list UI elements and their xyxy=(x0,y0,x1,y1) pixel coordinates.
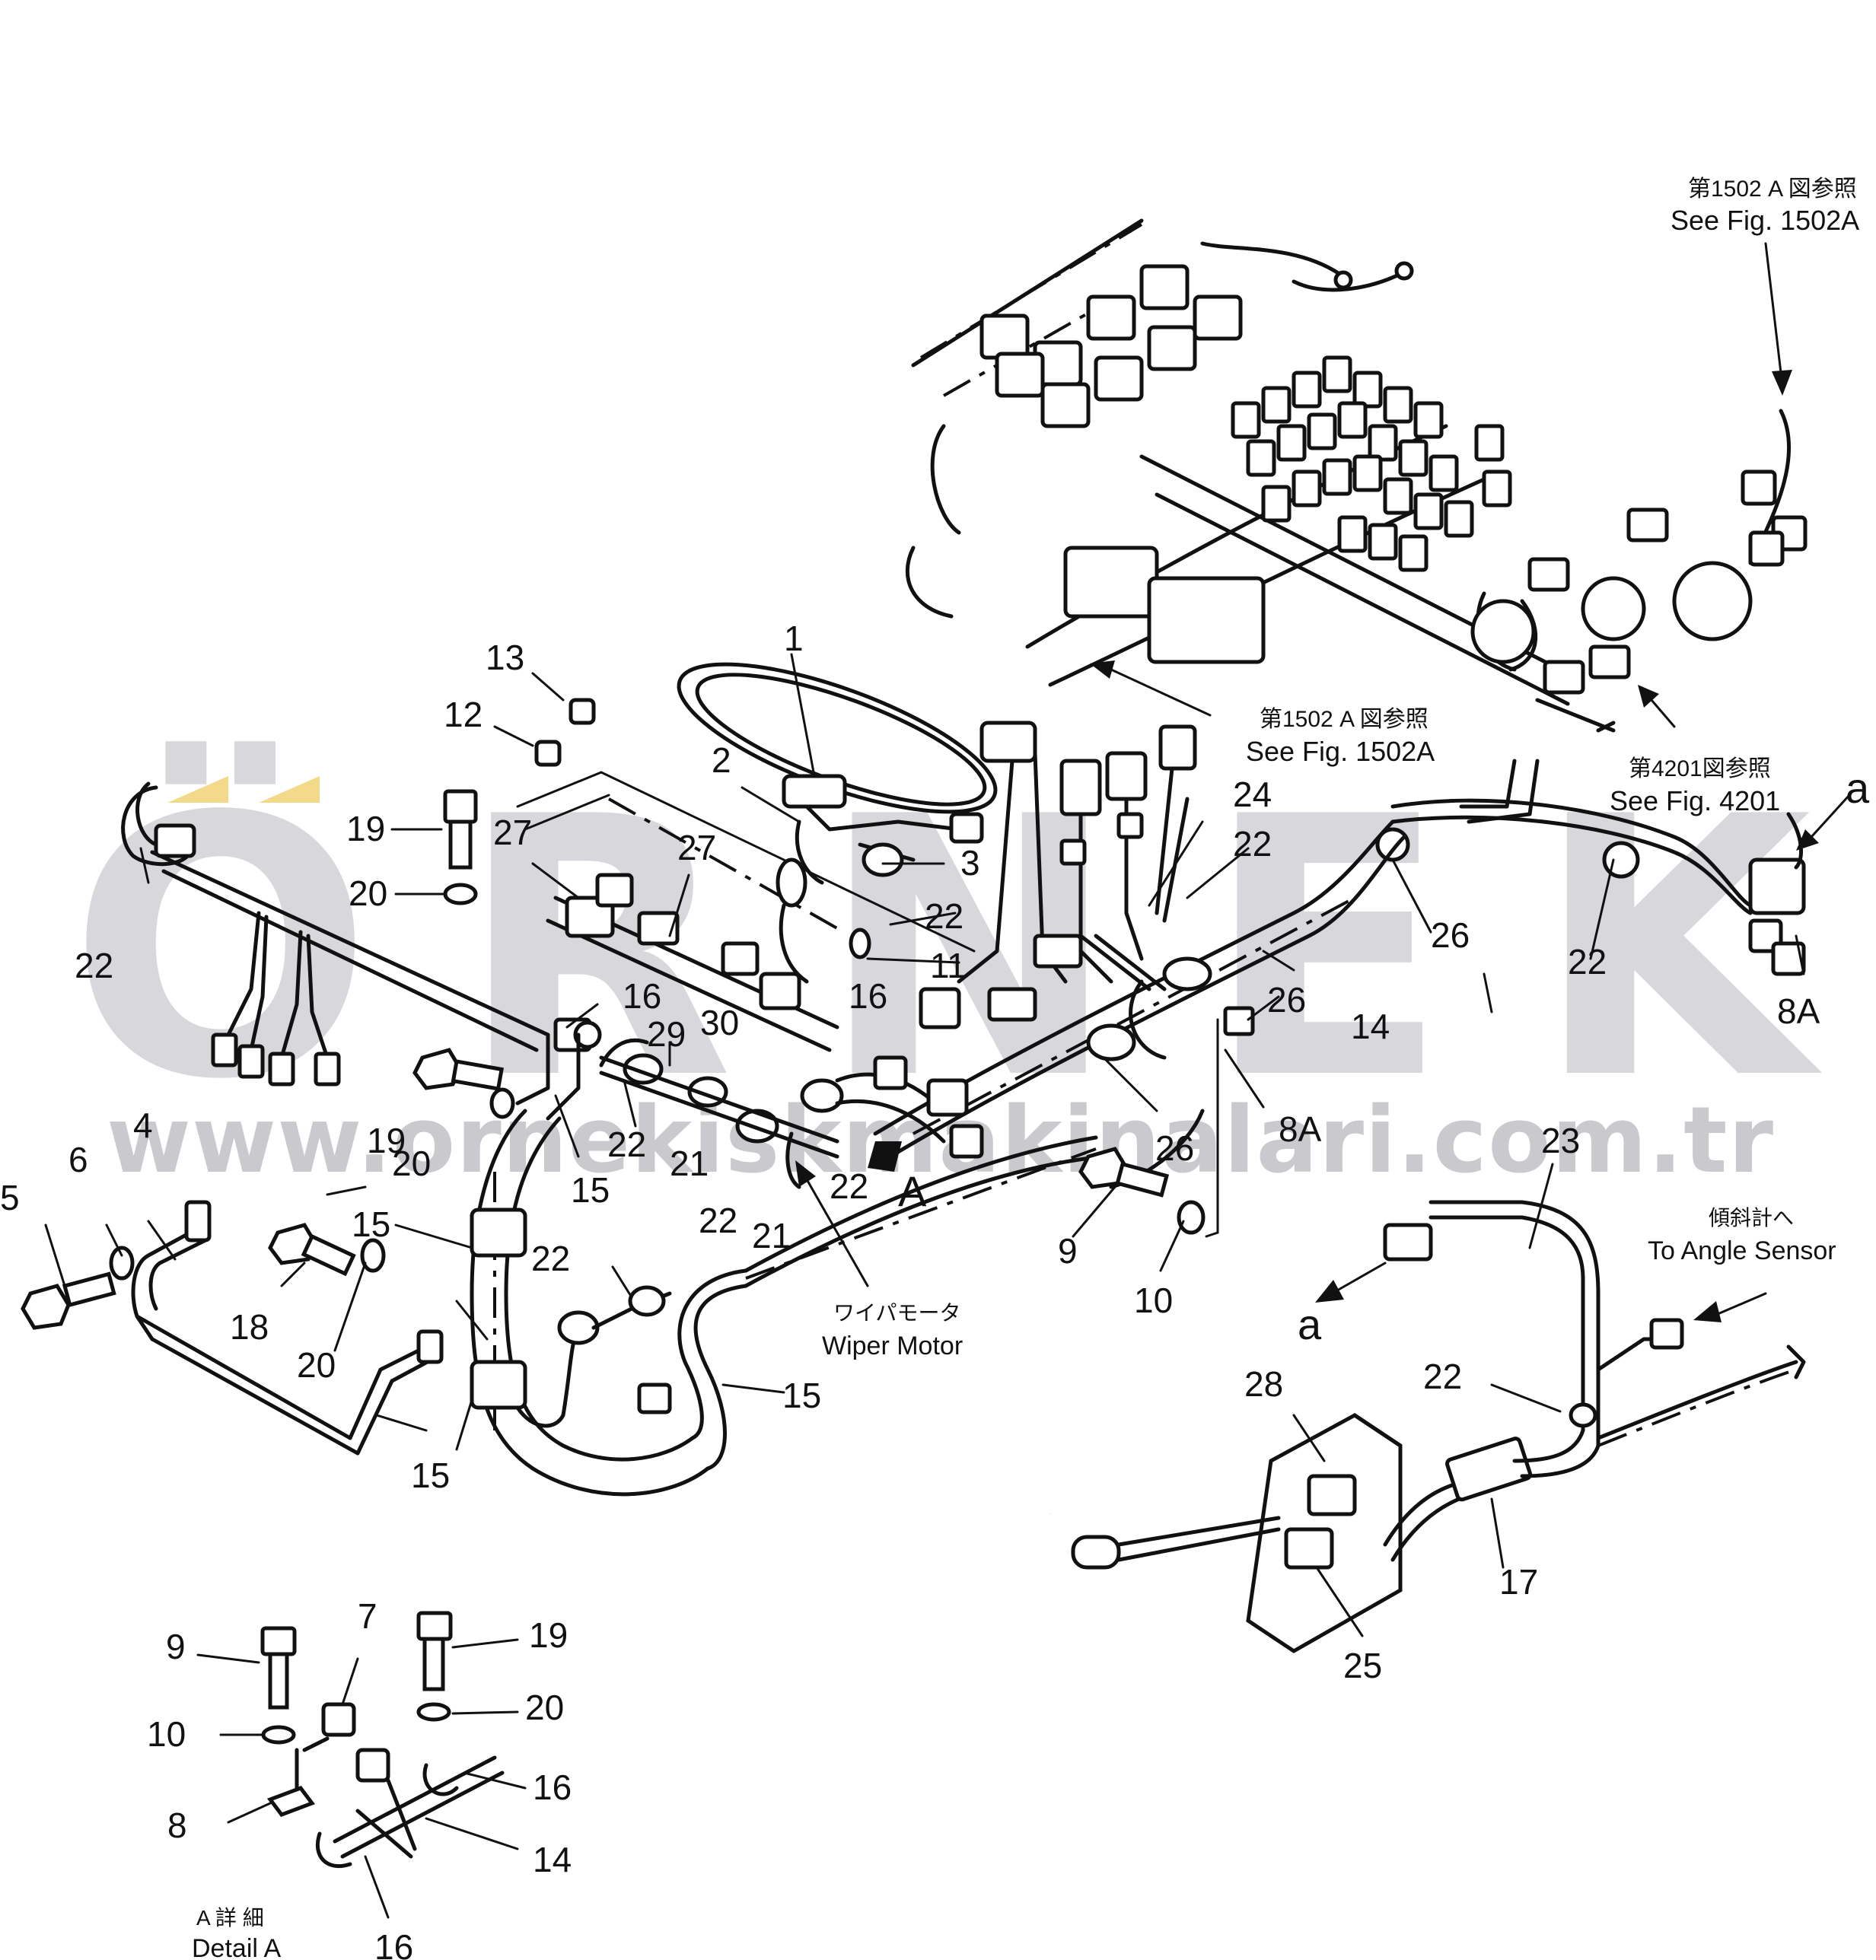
callout-23: 23 xyxy=(1541,1121,1580,1160)
callout-16-detail-a: 16 xyxy=(533,1768,572,1807)
callout-22-panel: 22 xyxy=(925,896,963,936)
bolt-part-5 xyxy=(21,1271,116,1330)
callout-26-right: 26 xyxy=(1431,915,1470,955)
callout-a-lower: a xyxy=(1298,1300,1322,1348)
callout-22-lower-right: 22 xyxy=(1423,1357,1462,1396)
callout-2: 2 xyxy=(712,740,731,780)
callout-26-lower: 26 xyxy=(1155,1128,1194,1168)
leader-lines xyxy=(44,242,1851,1919)
relay-bank xyxy=(1231,355,1512,572)
callout-25: 25 xyxy=(1343,1646,1382,1685)
steering-column xyxy=(677,662,1197,1022)
note-fig4201-jp: 第4201図参照 xyxy=(1629,756,1771,781)
bolt-part-9-center xyxy=(1078,1147,1206,1235)
callout-27-left: 27 xyxy=(493,813,532,852)
callout-20-left: 20 xyxy=(392,1144,431,1183)
callout-26-center: 26 xyxy=(1267,980,1306,1020)
control-lever-assembly xyxy=(1071,1200,1806,1653)
right-harness-branch xyxy=(1375,409,1808,976)
callout-3: 3 xyxy=(960,843,980,883)
callout-21-b: 21 xyxy=(752,1216,791,1255)
callout-13: 13 xyxy=(486,638,524,677)
callout-20-lower: 20 xyxy=(297,1345,336,1385)
note-fig1502a-mid-en: See Fig. 1502A xyxy=(1246,736,1435,767)
callout-22-mid-a: 22 xyxy=(607,1125,646,1164)
callout-16-top: 16 xyxy=(623,976,661,1016)
callout-22-mid-c: 22 xyxy=(830,1166,868,1206)
callout-8: 8 xyxy=(167,1806,187,1845)
callout-22-extra-b: 22 xyxy=(0,0,2,1)
callout-28: 28 xyxy=(1244,1364,1283,1404)
callout-20-top: 20 xyxy=(349,873,387,913)
callout-16-detail-b: 16 xyxy=(374,1927,413,1960)
note-fig1502a-mid-jp: 第1502 A 図参照 xyxy=(1260,707,1428,732)
lower-left-bracket xyxy=(21,698,596,1456)
bolt-part-18 xyxy=(268,1223,356,1277)
callout-19-detail: 19 xyxy=(529,1615,568,1655)
note-detail-en: Detail A xyxy=(192,1934,281,1960)
callout-14-detail: 14 xyxy=(533,1840,572,1879)
callout-15-d: 15 xyxy=(411,1456,450,1495)
note-fig1502a-top-jp: 第1502 A 図参照 xyxy=(1688,177,1857,202)
callout-22-mid-b: 22 xyxy=(699,1201,737,1240)
note-wiper-jp: ワイパモータ xyxy=(833,1301,960,1325)
callout-27-right: 27 xyxy=(677,828,716,867)
callout-9-center: 9 xyxy=(1058,1231,1078,1271)
callout-a-right: a xyxy=(1846,764,1870,812)
callout-19-top: 19 xyxy=(346,809,385,848)
callout-12: 12 xyxy=(444,695,483,734)
left-console-harness xyxy=(121,781,550,1087)
callout-15-a: 15 xyxy=(571,1170,610,1210)
callout-5: 5 xyxy=(0,1178,20,1217)
callout-7: 7 xyxy=(358,1596,377,1636)
callout-20-extra: 20 xyxy=(0,0,2,1)
callout-30: 30 xyxy=(700,1003,739,1042)
bolt-part-19-left xyxy=(412,1048,504,1091)
callout-8a-center: 8A xyxy=(1279,1109,1322,1149)
callout-22-left: 22 xyxy=(75,946,113,985)
callout-20-detail: 20 xyxy=(525,1688,564,1727)
callout-15-b: 15 xyxy=(352,1204,390,1244)
callout-22-extra-a: 22 xyxy=(0,0,2,1)
callout-1: 1 xyxy=(784,619,804,658)
watermark-accent-mark xyxy=(167,776,228,803)
callout-8a-right: 8A xyxy=(1777,991,1820,1031)
callout-21-a: 21 xyxy=(670,1144,709,1183)
callout-6: 6 xyxy=(68,1140,88,1179)
floor-harness xyxy=(470,1032,1106,1497)
note-angle-en: To Angle Sensor xyxy=(1648,1236,1836,1265)
fuse-relay-panel xyxy=(905,218,1570,706)
switch-panel-harness xyxy=(516,771,984,1189)
callout-29: 29 xyxy=(647,1014,686,1054)
callout-15-c: 15 xyxy=(782,1376,821,1415)
watermark-accent-mark xyxy=(259,776,320,803)
callout-11: 11 xyxy=(930,946,967,985)
callout-17: 17 xyxy=(1499,1562,1538,1602)
callout-14-main: 14 xyxy=(1351,1007,1390,1046)
note-fig1502a-top-en: See Fig. 1502A xyxy=(1671,205,1859,236)
callout-22-column: 22 xyxy=(1233,824,1272,864)
callout-10-detail: 10 xyxy=(147,1714,186,1754)
callout-22-right: 22 xyxy=(1568,942,1607,982)
note-detail-jp: A 詳 細 xyxy=(196,1906,264,1930)
note-wiper-en: Wiper Motor xyxy=(822,1332,963,1360)
callout-18: 18 xyxy=(230,1307,269,1347)
callout-19-left: 19 xyxy=(367,1121,406,1160)
callout-15-e: 15 xyxy=(1050,1513,1052,1515)
detail-a xyxy=(260,1611,505,1869)
callout-22-floor: 22 xyxy=(531,1239,570,1278)
callout-A-detail-ref: A xyxy=(898,1167,927,1215)
callout-16-center: 16 xyxy=(849,976,887,1016)
callout-24: 24 xyxy=(1233,775,1272,814)
callout-4: 4 xyxy=(133,1106,153,1145)
bolt-part-19-top xyxy=(443,789,478,870)
note-fig4201-en: See Fig. 4201 xyxy=(1610,785,1780,816)
reference-notes: 第1502 A 図参照 See Fig. 1502A 第1502 A 図参照 S… xyxy=(192,177,1859,1960)
note-angle-jp: 傾斜計へ xyxy=(1709,1206,1794,1230)
callout-10-center: 10 xyxy=(1134,1281,1173,1320)
callout-9-detail: 9 xyxy=(166,1627,186,1666)
